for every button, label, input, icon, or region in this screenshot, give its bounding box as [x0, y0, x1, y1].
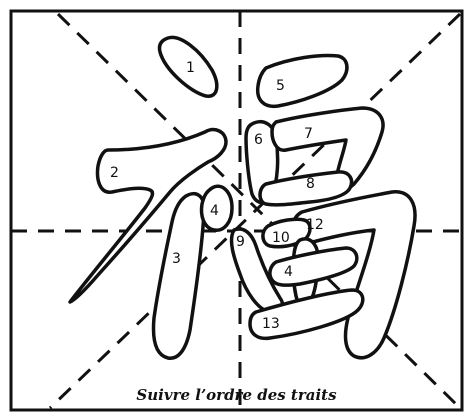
- stroke-number-label: 10: [272, 230, 290, 246]
- stroke-number-label: 8: [306, 176, 315, 192]
- stroke-3: [154, 194, 205, 359]
- stroke-inner-horizontal: [270, 248, 357, 285]
- stroke-number-label: 4: [210, 203, 219, 219]
- stroke-5: [258, 56, 347, 107]
- stroke-number-label: 4: [284, 264, 293, 280]
- stroke-number-label: 5: [276, 78, 285, 94]
- stroke-number-label: 2: [110, 165, 119, 181]
- stroke-number-label: 13: [262, 316, 280, 332]
- caption: Suivre l’ordre des traits: [0, 386, 473, 404]
- stroke-number-label: 1: [186, 60, 195, 76]
- stroke-number-label: 12: [306, 217, 324, 233]
- stroke-number-label: 9: [236, 234, 245, 250]
- stroke-number-label: 7: [304, 126, 313, 142]
- stroke-number-label: 3: [172, 251, 181, 267]
- stroke-number-label: 6: [254, 132, 263, 148]
- character-strokes: [70, 37, 415, 358]
